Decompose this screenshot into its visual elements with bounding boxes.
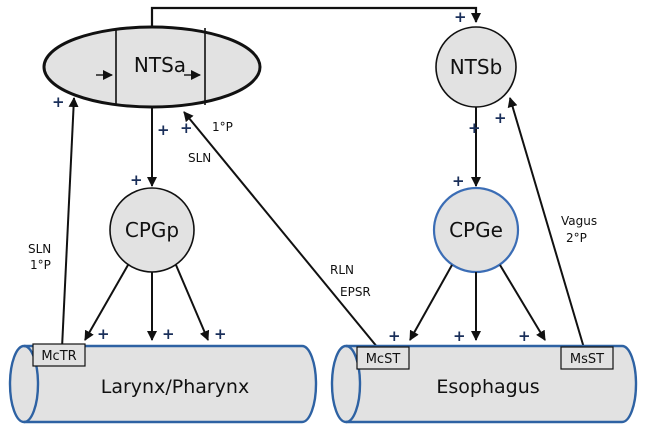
msst-box: MsST bbox=[560, 346, 614, 370]
larynx-pharynx-label: Larynx/Pharynx bbox=[101, 376, 249, 398]
mctr-label: McTR bbox=[41, 349, 76, 364]
mcst-to-ntsa-arrow bbox=[183, 111, 379, 349]
ntsa-label: NTSa bbox=[134, 53, 186, 77]
one-p-label-mid: 1°P bbox=[212, 120, 233, 134]
plus-sign: + bbox=[468, 119, 481, 137]
plus-sign: + bbox=[214, 325, 227, 343]
plus-sign: + bbox=[130, 171, 143, 189]
mcst-box: McST bbox=[356, 346, 410, 370]
rln-label: RLN bbox=[330, 263, 354, 277]
ntsb-label: NTSb bbox=[450, 55, 503, 79]
sln-label-mid: SLN bbox=[188, 151, 211, 165]
cpge-node: CPGe bbox=[432, 186, 520, 274]
ntsa-node: NTSa bbox=[42, 25, 262, 109]
ntsb-node: NTSb bbox=[435, 26, 517, 108]
mctr-to-ntsa-arrow bbox=[61, 97, 79, 349]
mcst-label: McST bbox=[366, 352, 401, 367]
cpgp-label: CPGp bbox=[125, 218, 179, 242]
plus-sign: + bbox=[52, 93, 65, 111]
plus-sign: + bbox=[180, 119, 193, 137]
plus-sign: + bbox=[157, 121, 170, 139]
epsr-label: EPSR bbox=[340, 285, 371, 299]
one-p-label-left: 1°P bbox=[30, 258, 51, 272]
plus-sign: + bbox=[452, 172, 465, 190]
plus-sign: + bbox=[494, 109, 507, 127]
vagus-label: Vagus bbox=[561, 214, 597, 228]
cpgp-output-right bbox=[175, 264, 210, 341]
mctr-box: McTR bbox=[32, 343, 86, 367]
cpge-label: CPGe bbox=[449, 218, 503, 242]
sln-label-left: SLN bbox=[28, 242, 51, 256]
two-p-label: 2°P bbox=[566, 231, 587, 245]
msst-label: MsST bbox=[570, 352, 604, 367]
plus-sign: + bbox=[454, 8, 467, 26]
plus-sign: + bbox=[518, 327, 531, 345]
esophagus-label: Esophagus bbox=[436, 376, 539, 398]
plus-sign: + bbox=[162, 325, 175, 343]
cpgp-node: CPGp bbox=[109, 187, 195, 273]
cpge-output-right bbox=[499, 264, 546, 341]
larynx-pharynx-cylinder: Larynx/Pharynx bbox=[8, 344, 318, 424]
plus-sign: + bbox=[388, 327, 401, 345]
plus-sign: + bbox=[97, 325, 110, 343]
cpgp-output-left bbox=[84, 264, 129, 341]
plus-sign: + bbox=[453, 327, 466, 345]
ntsa-to-ntsb-arrow bbox=[150, 6, 481, 26]
cpge-output-left bbox=[409, 264, 453, 341]
msst-to-ntsb-arrow bbox=[507, 97, 585, 349]
